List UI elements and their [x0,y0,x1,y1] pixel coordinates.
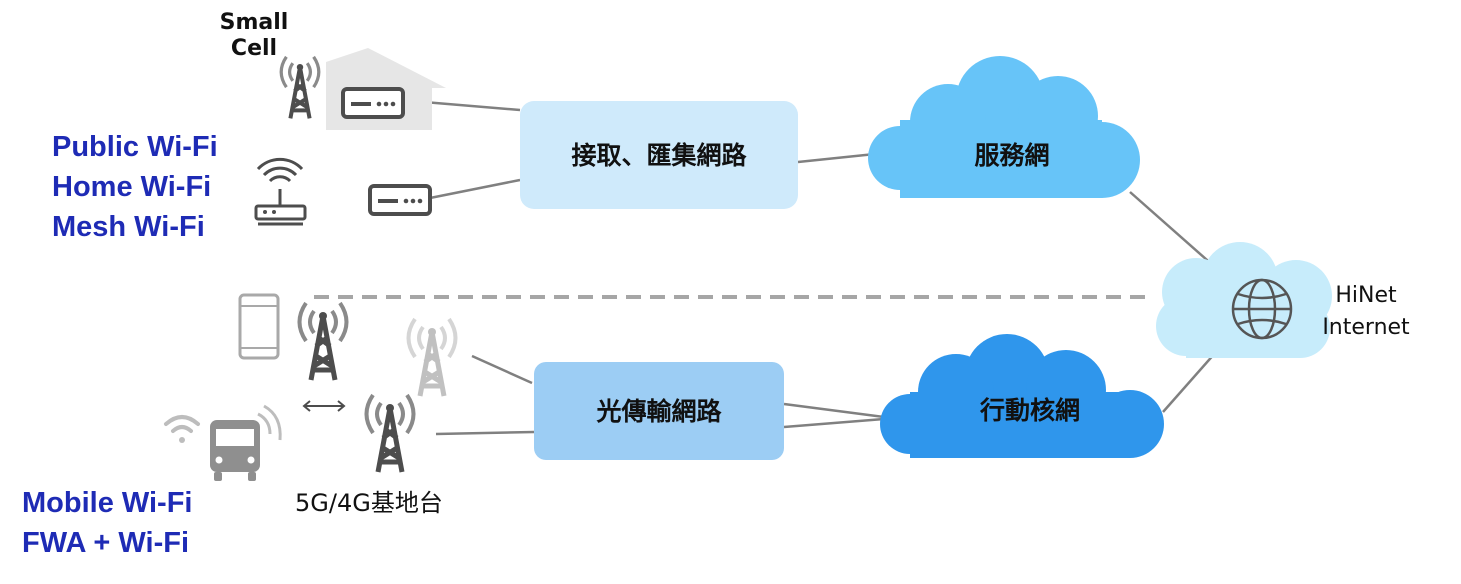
mobile-core-cloud [880,334,1164,458]
mobile-core-label: 行動核網 [979,396,1080,425]
hinet-label: HiNet Internet [1306,280,1426,344]
link-optical-core-b [783,417,885,429]
small-cell-label-line1: Small [219,10,289,35]
link-optical-core-a [783,402,885,419]
mobile-wifi-label: Mobile Wi-Fi [22,487,193,519]
handover-arrow-icon [302,400,346,412]
link-wifi-access [429,178,521,200]
mesh-wifi-label: Mesh Wi-Fi [52,211,205,243]
wifi-modem-icon [368,184,432,216]
bus-icon [210,404,282,481]
home-wifi-label: Home Wi-Fi [52,171,212,203]
small-cell-tower-icon [281,57,319,119]
hinet-label-line1: HiNet [1335,283,1397,308]
wifi-router-icon [254,157,307,226]
mobile-wifi-labels: Mobile Wi-Fi FWA + Wi-Fi [22,483,193,563]
optical-transport-box [534,362,784,460]
globe-icon [1231,278,1293,340]
public-wifi-label: Public Wi-Fi [52,131,218,163]
wifi-signal-icon [164,415,200,443]
service-network-label: 服務網 [974,141,1050,170]
small-cell-label-line2: Cell [230,36,278,61]
link-access-service [797,152,876,164]
fixed-wifi-labels: Public Wi-Fi Home Wi-Fi Mesh Wi-Fi [52,127,218,247]
access-aggregation-box [520,101,798,209]
link-tower-optical-b [435,430,535,436]
cell-tower-icon [367,395,414,472]
cell-tower-faded-icon [409,319,456,396]
small-cell-modem-icon [341,87,405,119]
optical-transport-label: 光傳輸網路 [596,397,722,426]
link-tower-optical-a [471,354,533,385]
hinet-label-line2: Internet [1322,315,1410,340]
access-aggregation-label: 接取、匯集網路 [571,141,747,170]
fwa-wifi-label: FWA + Wi-Fi [22,527,190,559]
smartphone-icon [238,293,280,360]
cell-tower-icon [300,303,347,380]
base-station-label: 5G/4G基地台 [295,489,443,517]
service-network-cloud [868,56,1140,198]
small-cell-label: Small Cell [212,10,296,62]
